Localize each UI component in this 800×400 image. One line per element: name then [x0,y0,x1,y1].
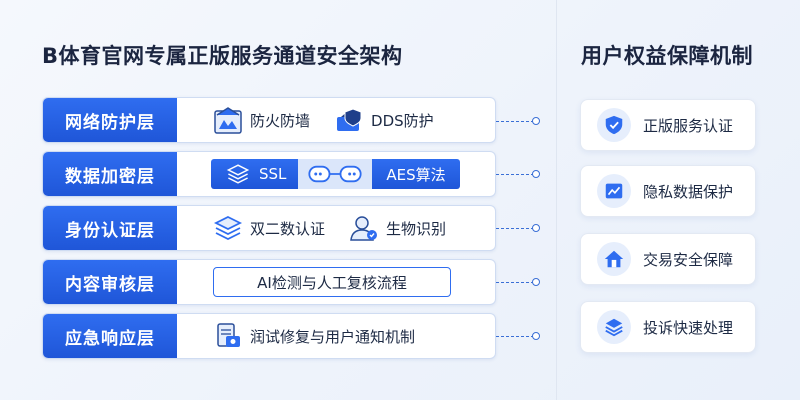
layer-item-label: DDS防护 [371,111,434,130]
rights-item-complaint: 投诉快速处理 [580,301,756,353]
secure-home-icon [597,242,631,276]
encryption-chain-segment [298,159,373,189]
connector-line [496,174,534,175]
review-process-box: AI检测与人工复核流程 [213,267,451,297]
layer-item-biometric: 生物识别 [349,213,446,243]
rights-item-transaction: 交易安全保障 [580,233,756,285]
layer-data-encryption: 数据加密层 SSL AES算法 [42,151,496,197]
layer-network-protection: 网络防护层 防火防墙 DDS防护 [42,97,496,143]
layer-label: 应急响应层 [43,314,177,358]
layer-item-label: SSL [259,165,287,183]
layer-item-label: 双二数认证 [250,219,326,238]
layer-emergency-response: 应急响应层 润试修复与用户通知机制 [42,313,496,359]
layer-item-label: AI检测与人工复核流程 [257,273,407,292]
ddos-protection-icon [337,108,362,131]
connector-line [496,336,534,337]
layer-label: 身份认证层 [43,206,177,250]
connector-line [496,121,534,122]
rights-title: 用户权益保障机制 [581,44,753,68]
rights-item-authentic-service: 正版服务认证 [580,99,756,151]
connector-dot [532,170,540,178]
layer-item-label: AES算法 [386,165,446,184]
layer-item-label: 润试修复与用户通知机制 [250,327,416,346]
rights-item-label: 交易安全保障 [643,250,734,269]
emergency-doc-icon [217,323,240,347]
layer-item-emergency: 润试修复与用户通知机制 [213,321,415,351]
layer-item-label: 防火防墙 [250,111,311,130]
aes-segment: AES算法 [372,159,460,189]
column-divider [556,0,557,400]
connector-line [496,282,534,283]
two-factor-icon [213,215,243,241]
connector-dot [532,224,540,232]
data-protection-icon [597,174,631,208]
connector-line [496,228,534,229]
layer-label: 内容审核层 [43,260,177,304]
architecture-title: B体育官网专属正版服务通道安全架构 [42,44,403,68]
ssl-segment: SSL [211,159,299,189]
layer-item-label: 生物识别 [386,219,447,238]
layered-stack-icon [597,310,631,344]
layer-label: 数据加密层 [43,152,177,196]
layer-label: 网络防护层 [43,98,177,142]
rights-item-privacy: 隐私数据保护 [580,165,756,217]
layer-item-two-factor: 双二数认证 [213,213,325,243]
biometric-user-icon [350,216,378,241]
connector-dot [532,278,540,286]
ssl-layers-icon [226,164,250,184]
layer-item-ddos: DDS防护 [334,105,434,135]
encryption-chain-icon [308,165,362,183]
layer-content-review: 内容审核层 AI检测与人工复核流程 [42,259,496,305]
connector-dot [532,332,540,340]
rights-item-label: 正版服务认证 [643,116,734,135]
rights-item-label: 隐私数据保护 [643,182,734,201]
layer-identity-auth: 身份认证层 双二数认证 生物识别 [42,205,496,251]
layer-item-firewall: 防火防墙 [213,105,310,135]
encryption-bar: SSL AES算法 [211,159,460,189]
firewall-icon [214,107,242,134]
shield-check-icon [597,108,631,142]
rights-item-label: 投诉快速处理 [643,318,734,337]
connector-dot [532,117,540,125]
